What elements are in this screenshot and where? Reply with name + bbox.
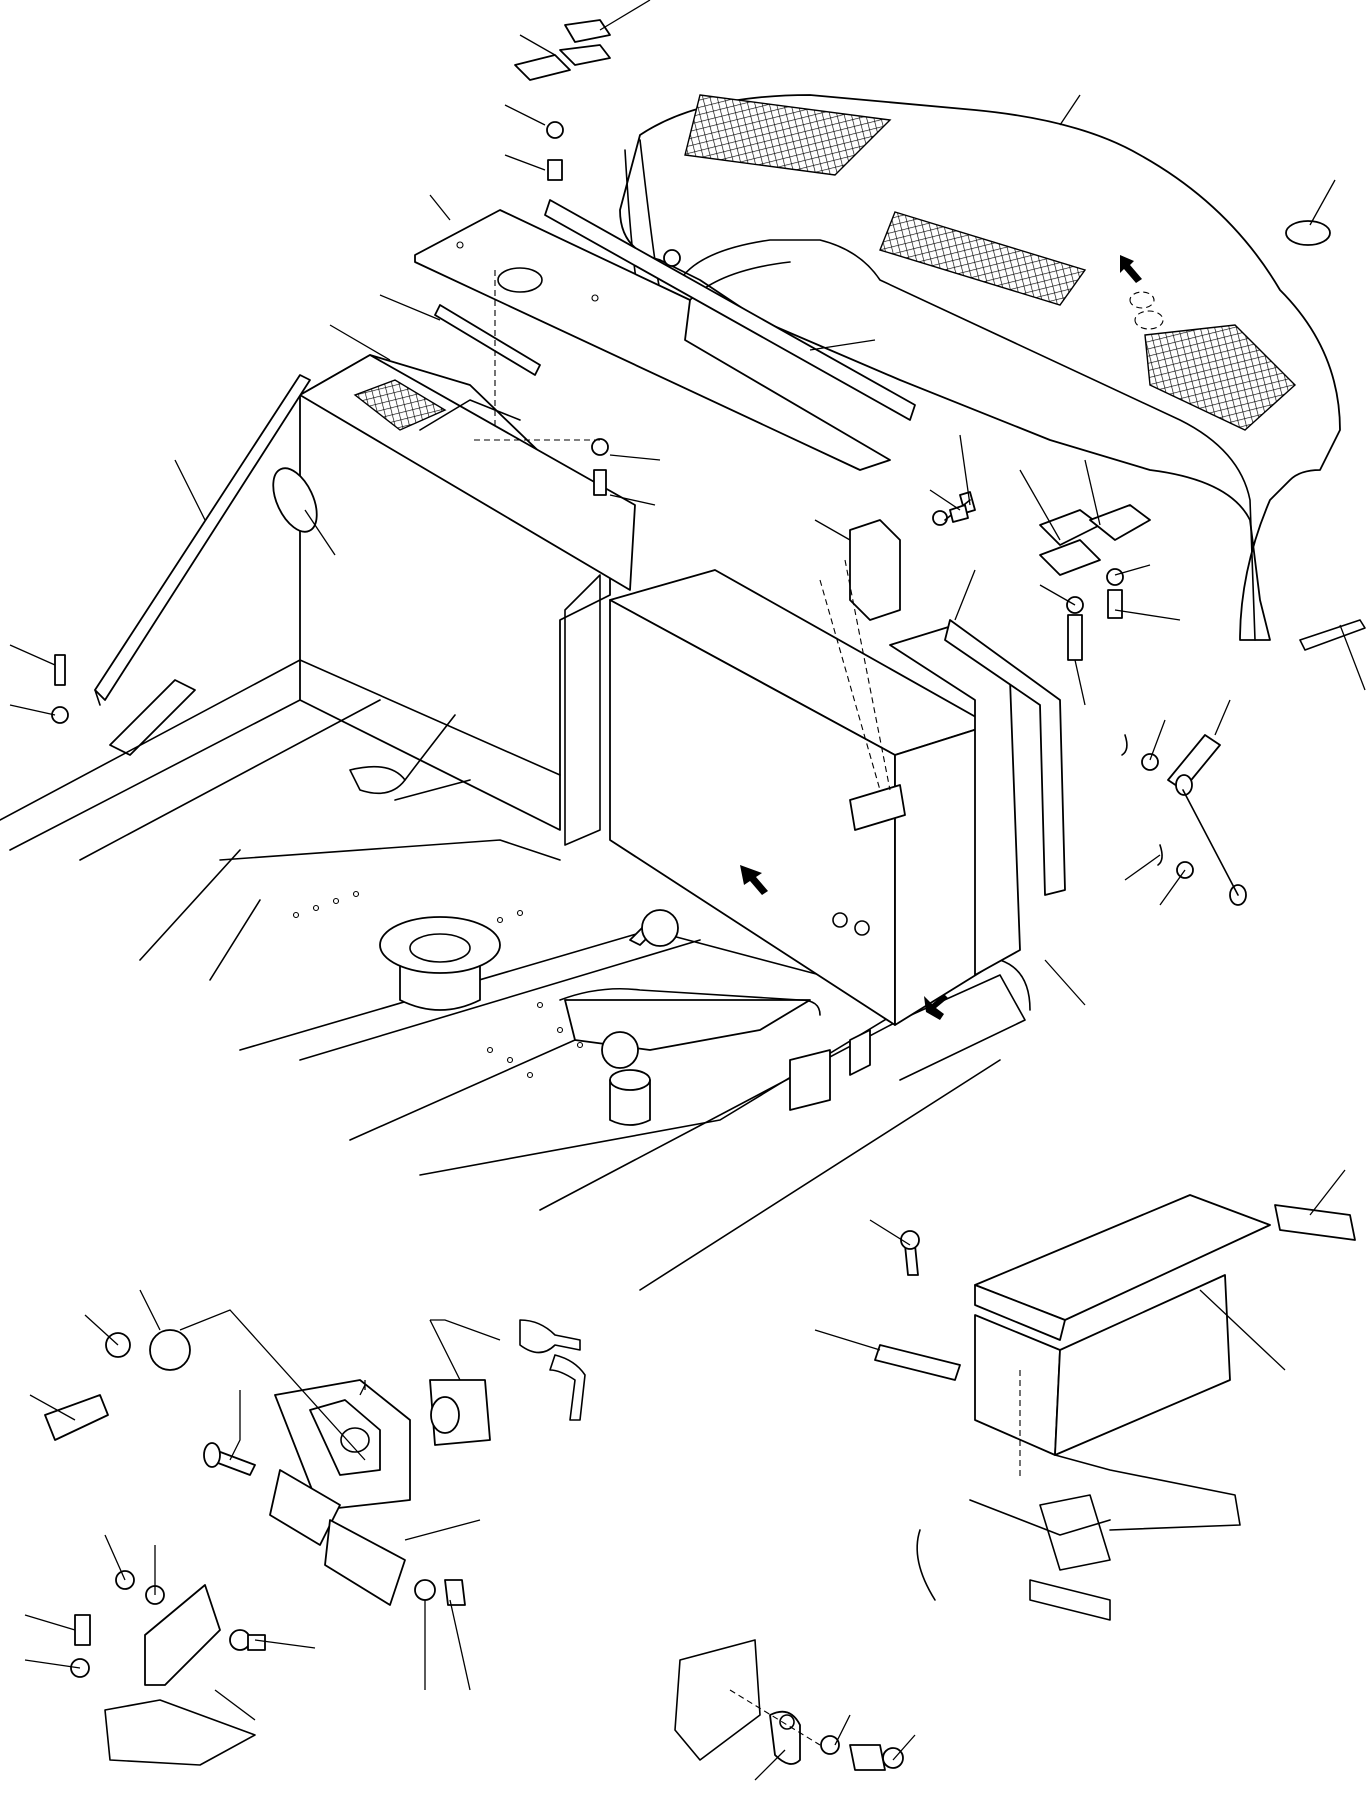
battery-box (94, 354, 636, 846)
key-icon (519, 1319, 581, 1354)
striker-bracket (144, 1584, 221, 1686)
hood-grille-right (1144, 324, 1297, 431)
hood-grille-top (684, 94, 892, 176)
lock-detail (44, 1319, 586, 1766)
hood-cap (1285, 220, 1331, 246)
tool-box-arrow-icon (740, 865, 768, 895)
hood-grille-center (879, 211, 1087, 306)
frame-arrow-icon (924, 994, 948, 1020)
fasteners (51, 19, 611, 724)
rubber-grommet (272, 467, 318, 533)
battery-box-grille (353, 379, 447, 431)
support-bar (94, 374, 311, 701)
tool-box-lid-assembly (874, 1194, 1356, 1621)
leader-lines (9, 0, 1366, 1781)
hood-arrow-icon (1120, 255, 1142, 283)
tool-box (609, 519, 1066, 1026)
upper-frame (0, 659, 1031, 1291)
top-cover-plate (414, 199, 916, 471)
key-icon-2 (549, 1354, 586, 1421)
cap-screw (44, 1394, 109, 1441)
rear-hood-cover (619, 94, 1366, 651)
hood-hinge-assembly (932, 491, 1247, 906)
tool-box-latch-cover (849, 519, 901, 621)
latch-detail (674, 1639, 904, 1771)
